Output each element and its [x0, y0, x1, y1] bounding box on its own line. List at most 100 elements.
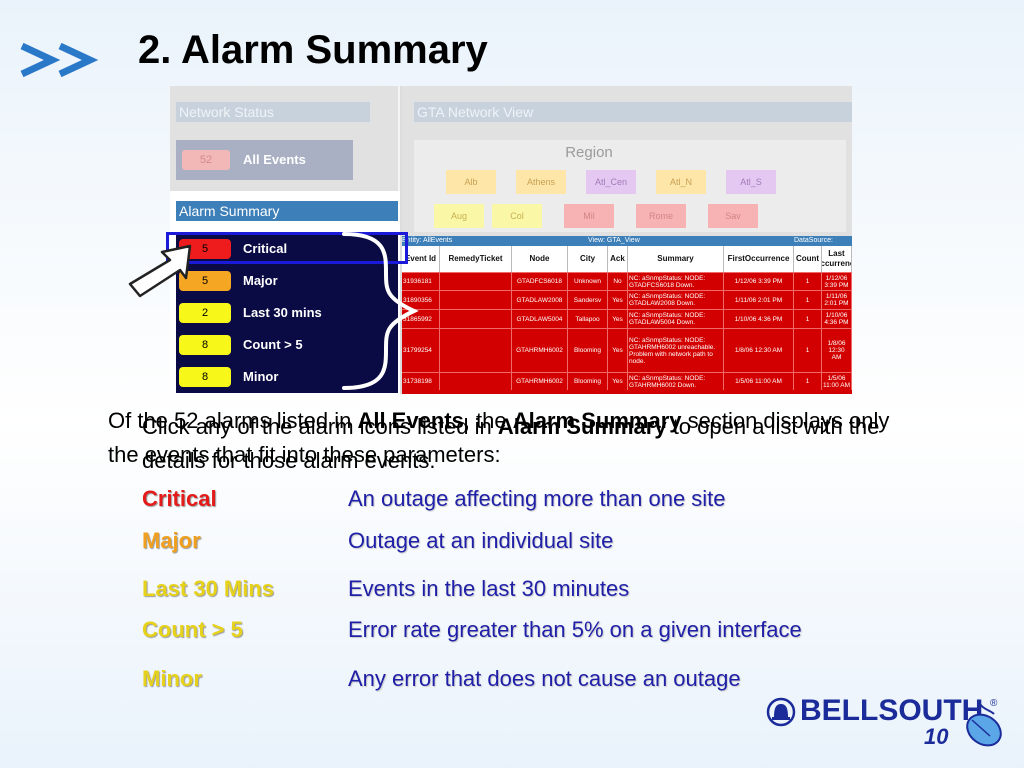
legend-description: Any error that does not cause an outage	[348, 666, 741, 691]
legend-description: Error rate greater than 5% on a given in…	[348, 617, 802, 642]
table-cell: Yes	[608, 291, 628, 309]
text-fragment: section displays only the events that fi…	[108, 408, 890, 467]
alarm-count: 8	[179, 367, 231, 387]
table-cell: 1	[794, 310, 822, 328]
table-cell: GTADLAW5004	[512, 310, 568, 328]
text-fragment: , the	[463, 408, 513, 433]
alarm-summary-header: Alarm Summary	[176, 201, 398, 221]
region-button[interactable]: Atl_S	[726, 170, 776, 194]
alarm-label: Count > 5	[243, 337, 303, 352]
region-button[interactable]: Rome	[636, 204, 686, 228]
computer-mouse-icon	[966, 703, 1002, 747]
table-cell: No	[608, 273, 628, 290]
region-title: Region	[565, 144, 613, 161]
curly-brace-annotation	[342, 232, 419, 390]
table-cell: GTAHRMH6002	[512, 329, 568, 372]
alarm-count: 2	[179, 303, 231, 323]
table-cell: NC: aSnmpStatus: NODE: GTADLAW2008 Down.	[628, 291, 724, 309]
column-header[interactable]: Count	[794, 246, 822, 272]
view-label: View: GTA_View	[588, 237, 640, 244]
alarm-item[interactable]: 5 Major	[176, 265, 398, 297]
table-cell: Tallapoo	[568, 310, 608, 328]
text-bold-alarm-summary: Alarm Summary	[512, 408, 682, 433]
region-button[interactable]: Alb	[446, 170, 496, 194]
table-cell: GTADFCS6018	[512, 273, 568, 290]
table-cell: GTADLAW2008	[512, 291, 568, 309]
table-cell: 1	[794, 291, 822, 309]
region-button[interactable]: Mil	[564, 204, 614, 228]
table-cell: 31738198	[402, 373, 440, 390]
slide-title: 2. Alarm Summary	[138, 28, 488, 72]
table-cell: 1/10/06 4:36 PM	[724, 310, 794, 328]
column-header[interactable]: Node	[512, 246, 568, 272]
alarm-item[interactable]: 8 Count > 5	[176, 329, 398, 361]
table-cell: Sandersv	[568, 291, 608, 309]
arrow-pointer-icon	[128, 244, 192, 298]
table-cell	[440, 273, 512, 290]
column-header[interactable]: Summary	[628, 246, 724, 272]
region-button[interactable]: Atl_N	[656, 170, 706, 194]
text-fragment: Click any of the alarm icons listed in	[142, 414, 498, 439]
column-header[interactable]: Ack	[608, 246, 628, 272]
legend-term: Minor	[142, 666, 202, 691]
all-events-label: All Events	[243, 152, 306, 167]
region-button[interactable]: Athens	[516, 170, 566, 194]
region-button[interactable]: Col	[492, 204, 542, 228]
alarm-count: 8	[179, 335, 231, 355]
event-table: Entity: AllEvents View: GTA_View DataSou…	[402, 236, 852, 394]
table-cell: Yes	[608, 329, 628, 372]
table-cell	[440, 329, 512, 372]
table-cell: 1/12/06 3:39 PM	[724, 273, 794, 290]
legend-term: Last 30 Mins	[142, 576, 275, 601]
legend-term: Count > 5	[142, 617, 243, 642]
table-cell: 1/5/06 11:00 AM	[724, 373, 794, 390]
alarm-item[interactable]: 2 Last 30 mins	[176, 297, 398, 329]
table-cell: NC: aSnmpStatus: NODE: GTADLAW5004 Down.	[628, 310, 724, 328]
region-panel: Region Alb Athens Atl_Cen Atl_N Atl_S Aug Col M…	[414, 140, 846, 232]
table-cell: 1	[794, 273, 822, 290]
alarm-label: Major	[243, 273, 278, 288]
table-cell: NC: aSnmpStatus: NODE: GTADFCS6018 Down.	[628, 273, 724, 290]
table-cell: 1/8/06 12:30 AM	[822, 329, 852, 372]
network-status-header: Network Status	[176, 102, 370, 122]
column-header[interactable]: Last Occurrence	[822, 246, 852, 272]
region-button[interactable]: Aug	[434, 204, 484, 228]
text-bold-all-events: All Events	[357, 408, 464, 433]
alarm-label: Last 30 mins	[243, 305, 322, 320]
table-cell: 1/8/06 12:30 AM	[724, 329, 794, 372]
region-button[interactable]: Sav	[708, 204, 758, 228]
legend-description: Events in the last 30 minutes	[348, 576, 630, 601]
column-header[interactable]: City	[568, 246, 608, 272]
table-cell: 31936181	[402, 273, 440, 290]
legend-description: An outage affecting more than one site	[348, 486, 726, 511]
table-info-bar: Entity: AllEvents View: GTA_View DataSou…	[402, 236, 852, 254]
column-header[interactable]: Event Id	[402, 246, 440, 272]
bell-logo-icon	[766, 697, 796, 727]
table-cell: 1/11/06 2:01 PM	[822, 291, 852, 309]
table-cell: 1/11/06 2:01 PM	[724, 291, 794, 309]
legend-term: Critical	[142, 486, 217, 511]
column-header[interactable]: RemedyTicket	[440, 246, 512, 272]
alarm-count: 5	[179, 271, 231, 291]
table-cell: Blooming	[568, 329, 608, 372]
registered-mark: ®	[990, 698, 998, 709]
table-cell	[440, 310, 512, 328]
table-cell: 1/12/06 3:39 PM	[822, 273, 852, 290]
table-cell: NC: aSnmpStatus: NODE: GTAHRMH6002 Down.	[628, 373, 724, 390]
critical-highlight-box	[166, 232, 408, 264]
column-header[interactable]: FirstOccurrence	[724, 246, 794, 272]
text-fragment: to open a list with the details for thos…	[142, 414, 880, 473]
table-cell: 31865992	[402, 310, 440, 328]
region-button[interactable]: Atl_Cen	[586, 170, 636, 194]
table-cell	[440, 373, 512, 390]
all-events-button[interactable]: 52 All Events	[176, 140, 353, 180]
table-cell: 1/5/06 11:00 AM	[822, 373, 852, 390]
